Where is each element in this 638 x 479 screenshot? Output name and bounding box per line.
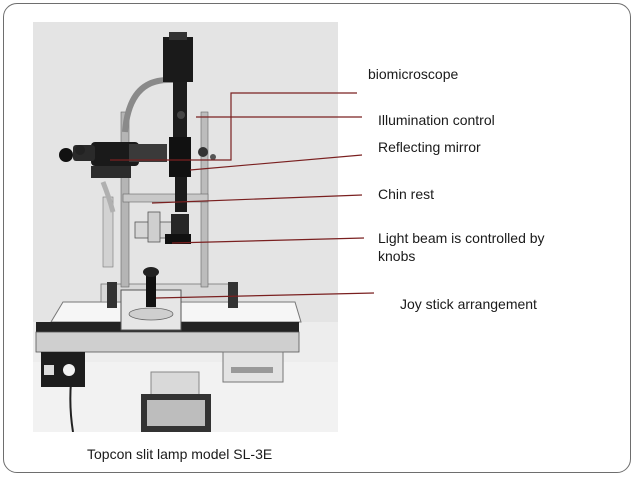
leader-line-biomicroscope <box>110 92 357 161</box>
label-reflecting-mirror: Reflecting mirror <box>378 139 481 155</box>
leader-line-light-beam <box>171 237 365 244</box>
leader-line-reflecting-mirror <box>189 154 363 171</box>
label-chin-rest: Chin rest <box>378 186 435 202</box>
label-illumination-control: Illumination control <box>378 112 495 128</box>
label-light-beam-line1: Light beam is controlled by <box>378 230 545 246</box>
label-joystick: Joy stick arrangement <box>400 296 537 312</box>
image-caption: Topcon slit lamp model SL-3E <box>87 446 273 462</box>
leader-line-joystick <box>155 292 375 299</box>
leader-line-chin-rest <box>151 194 363 204</box>
slit-lamp-image <box>33 22 338 432</box>
label-light-beam-line2: knobs <box>378 248 416 264</box>
label-biomicroscope: biomicroscope <box>368 66 459 82</box>
